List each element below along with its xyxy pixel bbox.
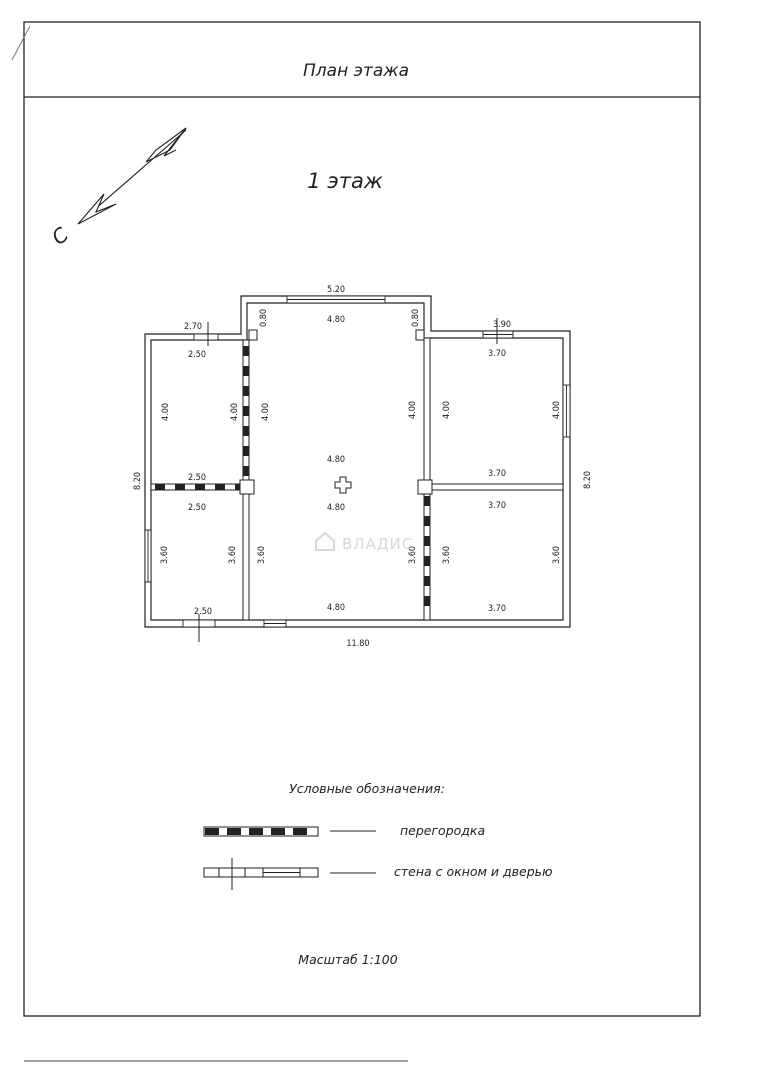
dimension-labels: 5.20 2.70 3.90 4.80 4.80 4.80 4.80 2.50 … xyxy=(133,285,593,649)
svg-text:3.60: 3.60 xyxy=(160,546,170,564)
interior-walls xyxy=(150,337,564,621)
svg-text:3.70: 3.70 xyxy=(488,501,506,511)
svg-text:5.20: 5.20 xyxy=(327,285,345,295)
svg-text:ВЛАДИС: ВЛАДИС xyxy=(342,535,413,553)
scale-label: Масштаб 1:100 xyxy=(298,952,397,967)
svg-text:4.00: 4.00 xyxy=(442,401,452,419)
building-walls xyxy=(144,295,571,628)
svg-text:4.00: 4.00 xyxy=(230,403,240,421)
svg-text:3.60: 3.60 xyxy=(552,546,562,564)
svg-text:2.50: 2.50 xyxy=(194,607,212,617)
svg-text:3.60: 3.60 xyxy=(442,546,452,564)
svg-text:4.80: 4.80 xyxy=(327,603,345,613)
legend-wall-label: стена с окном и дверью xyxy=(394,864,553,879)
svg-text:0.80: 0.80 xyxy=(411,309,421,327)
svg-text:11.80: 11.80 xyxy=(346,639,369,649)
watermark: ВЛАДИС xyxy=(315,531,413,553)
legend-wall-symbol xyxy=(203,858,376,890)
svg-text:2.50: 2.50 xyxy=(188,503,206,513)
floor-label: 1 этаж xyxy=(307,169,383,193)
legend-title: Условные обозначения: xyxy=(289,781,445,796)
svg-text:3.60: 3.60 xyxy=(228,546,238,564)
svg-text:4.80: 4.80 xyxy=(327,503,345,513)
header-title: План этажа xyxy=(303,61,409,81)
svg-text:3.70: 3.70 xyxy=(488,469,506,479)
svg-text:4.80: 4.80 xyxy=(327,455,345,465)
svg-text:2.50: 2.50 xyxy=(188,473,206,483)
svg-text:3.60: 3.60 xyxy=(257,546,267,564)
svg-text:3.60: 3.60 xyxy=(408,546,418,564)
svg-text:8.20: 8.20 xyxy=(133,472,143,490)
svg-text:4.00: 4.00 xyxy=(261,403,271,421)
svg-text:2.70: 2.70 xyxy=(184,322,202,332)
svg-text:0.80: 0.80 xyxy=(259,309,269,327)
svg-text:4.00: 4.00 xyxy=(552,401,562,419)
sheet-frame xyxy=(23,21,701,1017)
corner-stroke xyxy=(11,25,31,61)
svg-text:8.20: 8.20 xyxy=(583,471,593,489)
svg-text:3.70: 3.70 xyxy=(488,349,506,359)
svg-text:4.00: 4.00 xyxy=(161,403,171,421)
legend-partition-symbol xyxy=(203,826,376,837)
window-openings xyxy=(144,295,571,628)
svg-text:2.50: 2.50 xyxy=(188,350,206,360)
north-arrow-icon xyxy=(77,127,187,225)
svg-text:4.80: 4.80 xyxy=(327,315,345,325)
svg-text:3.70: 3.70 xyxy=(488,604,506,614)
svg-text:3.90: 3.90 xyxy=(493,320,511,330)
svg-text:4.00: 4.00 xyxy=(408,401,418,419)
legend-partition-label: перегородка xyxy=(400,823,485,838)
door-marks xyxy=(198,318,498,642)
wall-junctions xyxy=(239,329,433,495)
house-icon xyxy=(315,531,335,551)
compass-letter: С xyxy=(47,222,73,249)
partition-hatching xyxy=(155,346,430,606)
